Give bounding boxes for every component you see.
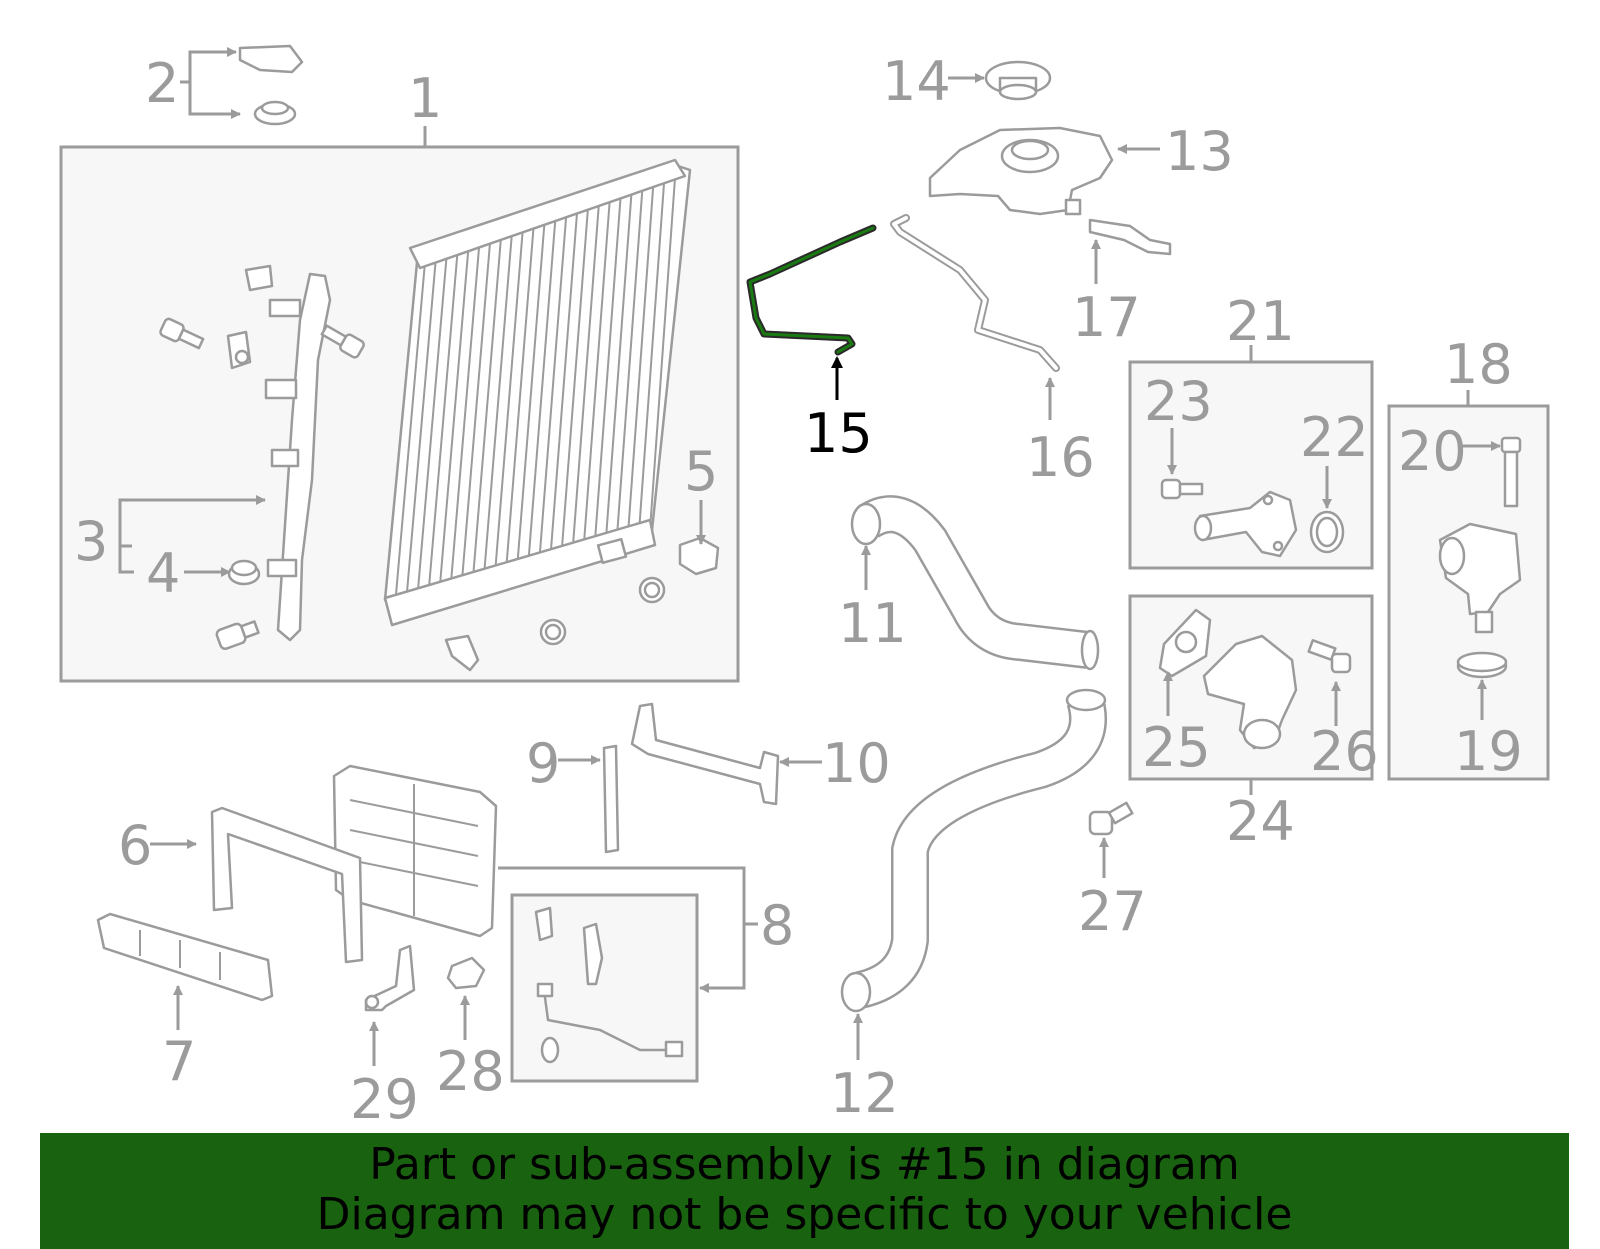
- part-8-shutter: [332, 764, 498, 938]
- part-22-seal: [1309, 510, 1345, 554]
- callout-8: 8: [760, 894, 794, 957]
- radiator-fin: [615, 188, 644, 540]
- radiator-fin: [527, 218, 557, 567]
- part-18-thermostat-housing: [1438, 522, 1522, 634]
- radiator-fin: [405, 258, 437, 603]
- radiator-fin: [593, 196, 622, 547]
- part-25-gasket: [1158, 608, 1212, 678]
- part-15-hose-highlighted: [746, 224, 877, 356]
- callout-21: 21: [1226, 290, 1295, 353]
- radiator-fin: [416, 254, 448, 600]
- part-14-cap: [984, 60, 1052, 101]
- part-20-bolt: [1500, 436, 1522, 508]
- callout-15: 15: [804, 402, 873, 465]
- callout-20: 20: [1398, 420, 1467, 483]
- radiator-fin: [438, 247, 470, 593]
- radiator-fin: [604, 192, 633, 544]
- radiator-core: [383, 158, 692, 627]
- part-11-upper-hose: [850, 495, 1100, 671]
- callout-7: 7: [162, 1030, 196, 1093]
- part-28-clip: [446, 956, 486, 990]
- part-8-wire-harness: [534, 906, 684, 1064]
- radiator-hardware: [159, 264, 720, 672]
- callout-25: 25: [1142, 716, 1211, 779]
- callout-17: 17: [1072, 286, 1141, 349]
- radiator-fin: [637, 181, 666, 534]
- part-17-hose: [1088, 218, 1172, 256]
- radiator-fin: [427, 250, 459, 597]
- callout-6: 6: [118, 814, 152, 877]
- callout-16: 16: [1026, 426, 1095, 489]
- part-24-housing: [1202, 634, 1298, 750]
- radiator-fin: [571, 203, 600, 554]
- callout-5: 5: [684, 440, 718, 503]
- part-21-outlet: [1193, 490, 1298, 558]
- part-10-bracket: [630, 702, 780, 806]
- callout-29: 29: [350, 1068, 419, 1131]
- part-19-clamp: [1456, 651, 1508, 679]
- part-27-bolt: [1088, 801, 1134, 836]
- callout-14: 14: [882, 50, 951, 113]
- part-6-deflector: [210, 806, 364, 964]
- radiator-fin: [515, 221, 546, 570]
- callout-26: 26: [1310, 720, 1379, 783]
- callout-4: 4: [146, 542, 180, 605]
- banner-line-1: Part or sub-assembly is #15 in diagram: [369, 1139, 1240, 1190]
- radiator-fin: [582, 199, 611, 550]
- callout-12: 12: [830, 1062, 899, 1125]
- radiator-fin: [449, 243, 481, 590]
- part-7-deflector: [96, 912, 274, 1002]
- radiator-fin: [649, 177, 676, 531]
- radiator-side-bracket: [264, 272, 332, 642]
- callout-19: 19: [1454, 720, 1523, 783]
- callout-18: 18: [1444, 333, 1513, 396]
- radiator-fin: [560, 207, 590, 557]
- radiator-fin: [549, 210, 579, 560]
- part-9-bracket: [602, 744, 620, 854]
- callout-10: 10: [822, 732, 891, 795]
- callout-23: 23: [1144, 370, 1213, 433]
- callout-27: 27: [1078, 880, 1147, 943]
- callout-28: 28: [436, 1040, 505, 1103]
- radiator-fin: [626, 185, 655, 537]
- callout-3: 3: [74, 510, 108, 573]
- banner-line-2: Diagram may not be specific to your vehi…: [316, 1189, 1293, 1240]
- radiator-fin: [482, 232, 513, 580]
- callout-1: 1: [408, 67, 442, 130]
- radiator-fin: [504, 225, 535, 574]
- radiator-fin: [538, 214, 568, 564]
- radiator-fin: [460, 240, 492, 587]
- radiator-fin: [493, 229, 524, 577]
- part-13-reservoir: [928, 126, 1114, 216]
- callout-13: 13: [1165, 120, 1234, 183]
- callout-11: 11: [838, 592, 907, 655]
- callout-24: 24: [1226, 790, 1295, 853]
- part-26-bolt: [1307, 639, 1352, 674]
- part-29-bracket: [364, 944, 416, 1012]
- radiator-fin: [394, 261, 426, 607]
- callout-2: 2: [145, 52, 179, 115]
- callout-9: 9: [526, 732, 560, 795]
- part-23-bolt: [1160, 478, 1204, 500]
- part-12-lower-hose: [840, 688, 1107, 1013]
- part-2-mounts: [180, 44, 304, 126]
- radiator-fin: [471, 236, 503, 583]
- info-banner: Part or sub-assembly is #15 in diagram D…: [40, 1133, 1569, 1249]
- callout-22: 22: [1300, 406, 1369, 469]
- part-16-tube: [890, 214, 1060, 372]
